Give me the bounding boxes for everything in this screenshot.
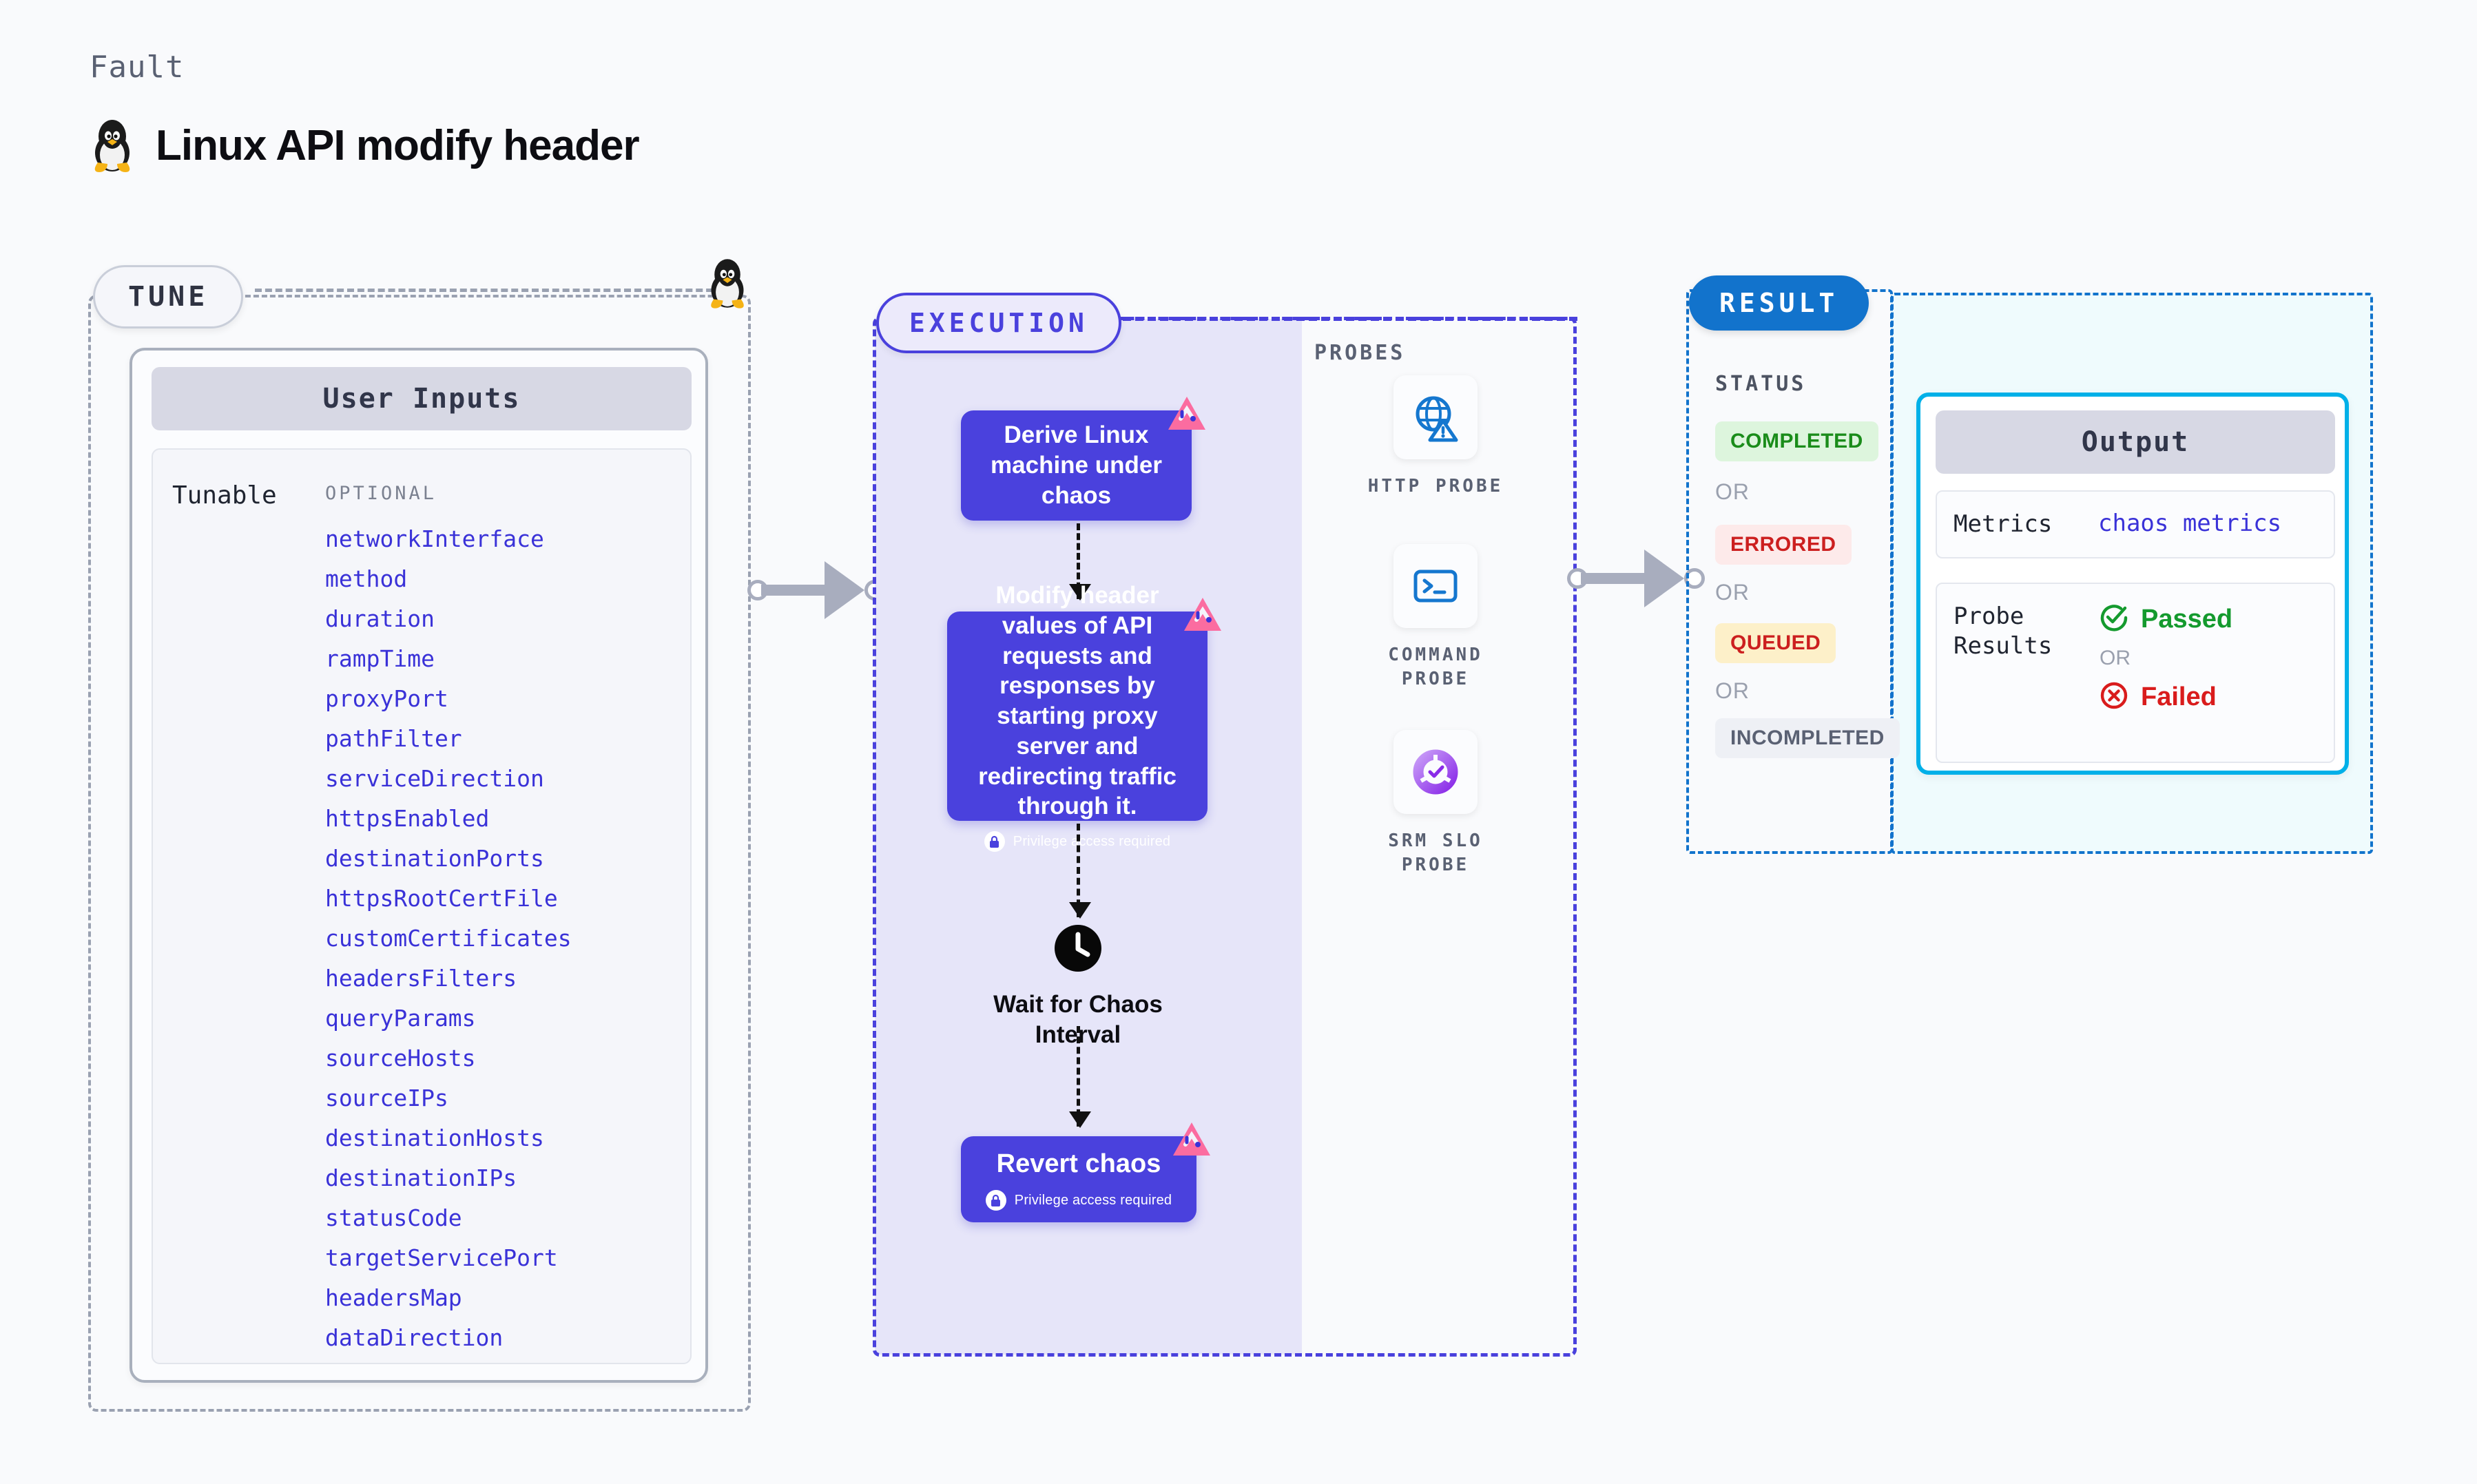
tunable-param[interactable]: destinationIPs <box>325 1164 517 1191</box>
tunable-param[interactable]: statusCode <box>325 1204 462 1231</box>
execution-connector-line <box>1123 317 1577 321</box>
probe-command[interactable]: COMMAND PROBE <box>1349 544 1522 691</box>
result-section-pill[interactable]: RESULT <box>1689 275 1869 331</box>
optional-label: OPTIONAL <box>325 483 437 504</box>
check-circle-icon <box>2098 602 2130 637</box>
execution-section-pill[interactable]: EXECUTION <box>876 293 1121 353</box>
probe-label: COMMAND PROBE <box>1388 645 1483 690</box>
tunable-param[interactable]: targetServicePort <box>325 1244 558 1271</box>
tunable-param[interactable]: proxyPort <box>325 685 448 712</box>
execution-node-derive-linux-machine[interactable]: Derive Linux machine under chaos <box>961 397 1205 521</box>
privilege-access-note: Privilege access required <box>985 1190 1172 1211</box>
tunable-param[interactable]: pathFilter <box>325 725 462 752</box>
probe-label: SRM SLO PROBE <box>1388 830 1483 876</box>
flow-arrow-3 <box>1069 1026 1091 1128</box>
tunable-param[interactable]: duration <box>325 605 435 632</box>
tunable-param[interactable]: sourceIPs <box>325 1085 448 1111</box>
connector-execution-to-result <box>1567 550 1705 607</box>
page-title-row: Linux API modify header <box>90 117 640 174</box>
connector-bar <box>761 585 844 596</box>
lock-icon <box>984 831 1005 852</box>
user-inputs-card: User Inputs Tunable OPTIONAL networkInte… <box>129 348 708 1383</box>
lock-icon <box>985 1190 1006 1211</box>
output-row-probe-results: Probe Results Passed OR <box>1936 583 2335 763</box>
linux-penguin-icon <box>706 256 749 313</box>
status-or-3: OR <box>1715 678 1750 703</box>
privilege-access-note: Privilege access required <box>984 831 1170 852</box>
tunable-param[interactable]: dataDirection <box>325 1324 504 1351</box>
probe-result-or: OR <box>2100 647 2131 669</box>
privilege-access-label: Privilege access required <box>1014 1192 1172 1208</box>
tunable-group-label: Tunable <box>172 481 277 510</box>
probe-result-failed: Failed <box>2098 680 2232 715</box>
output-card-header: Output <box>1936 410 2335 474</box>
output-row-metrics: Metrics chaos metrics <box>1936 490 2335 558</box>
status-section-label: STATUS <box>1715 372 1807 396</box>
probes-section-label: PROBES <box>1314 341 1406 365</box>
tunable-param-list: OPTIONAL networkInterface method duration r… <box>325 450 572 1363</box>
failed-label: Failed <box>2141 682 2217 711</box>
tunable-param[interactable]: queryParams <box>325 1005 476 1032</box>
chaos-fault-badge-icon <box>1165 394 1208 437</box>
tunable-param[interactable]: headersMap <box>325 1284 462 1311</box>
execution-node-label: Derive Linux machine under chaos <box>991 421 1162 509</box>
flow-arrow-1 <box>1069 523 1091 600</box>
user-inputs-header: User Inputs <box>152 367 692 430</box>
execution-node-revert-chaos[interactable]: Revert chaos Privilege access required <box>961 1122 1210 1222</box>
terminal-icon <box>1393 544 1478 628</box>
connector-bar <box>1581 573 1664 584</box>
status-badge-completed: COMPLETED <box>1715 421 1878 461</box>
status-badge-incompleted: INCOMPLETED <box>1715 718 1900 758</box>
tunable-param[interactable]: serviceDirection <box>325 765 544 792</box>
execution-node-modify-header-values[interactable]: Modify header values of API requests and… <box>947 582 1221 852</box>
chaos-fault-badge-icon <box>1170 1120 1213 1162</box>
probe-results-key: Probe Results <box>1953 603 2053 660</box>
privilege-access-label: Privilege access required <box>1013 833 1171 849</box>
x-circle-icon <box>2098 680 2130 715</box>
tunable-param[interactable]: httpsRootCertFile <box>325 885 558 912</box>
tunable-params-body: Tunable OPTIONAL networkInterface method d… <box>152 448 692 1364</box>
execution-node-label: Modify header values of API requests and… <box>978 582 1177 820</box>
status-or-2: OR <box>1715 580 1750 605</box>
page-kicker: Fault <box>90 50 185 85</box>
tunable-param[interactable]: headersFilters <box>325 965 517 992</box>
status-badge-queued: QUEUED <box>1715 623 1836 663</box>
tunable-param[interactable]: sourceHosts <box>325 1045 476 1072</box>
tunable-param[interactable]: destinationPorts <box>325 845 544 872</box>
tunable-param[interactable]: destinationHosts <box>325 1125 544 1151</box>
status-badge-errored: ERRORED <box>1715 525 1852 565</box>
tunable-param[interactable]: customCertificates <box>325 925 572 952</box>
output-card: Output Metrics chaos metrics Probe Resul… <box>1916 393 2349 775</box>
execution-node-label: Revert chaos <box>996 1149 1161 1178</box>
tune-section-pill[interactable]: TUNE <box>93 265 244 328</box>
probe-http[interactable]: HTTP PROBE <box>1349 375 1522 499</box>
connector-arrowhead <box>825 561 864 619</box>
tunable-param[interactable]: networkInterface <box>325 525 544 552</box>
status-or-1: OR <box>1715 479 1750 504</box>
metrics-value-link[interactable]: chaos metrics <box>2098 510 2282 537</box>
tunable-param[interactable]: method <box>325 565 408 592</box>
globe-warning-icon <box>1393 375 1478 459</box>
probe-results-values: Passed OR Failed <box>2098 602 2232 744</box>
connector-arrowhead <box>1644 550 1684 607</box>
page-title: Linux API modify header <box>156 121 640 169</box>
probe-srm-slo[interactable]: SRM SLO PROBE <box>1349 730 1522 877</box>
passed-label: Passed <box>2141 605 2233 634</box>
metrics-key: Metrics <box>1953 510 2053 538</box>
tunable-param[interactable]: httpsEnabled <box>325 805 490 832</box>
tune-section-boundary <box>88 295 751 1412</box>
connector-tune-to-execution <box>747 561 885 619</box>
tunable-param[interactable]: rampTime <box>325 645 435 672</box>
flow-arrow-2 <box>1069 824 1091 919</box>
linux-penguin-icon <box>90 117 135 174</box>
tune-connector-line <box>255 289 723 292</box>
clock-icon <box>1053 923 1103 977</box>
probe-result-passed: Passed <box>2098 602 2232 637</box>
probe-label: HTTP PROBE <box>1367 476 1504 497</box>
chaos-fault-badge-icon <box>1181 595 1224 638</box>
srm-slo-donut-icon <box>1393 730 1478 814</box>
